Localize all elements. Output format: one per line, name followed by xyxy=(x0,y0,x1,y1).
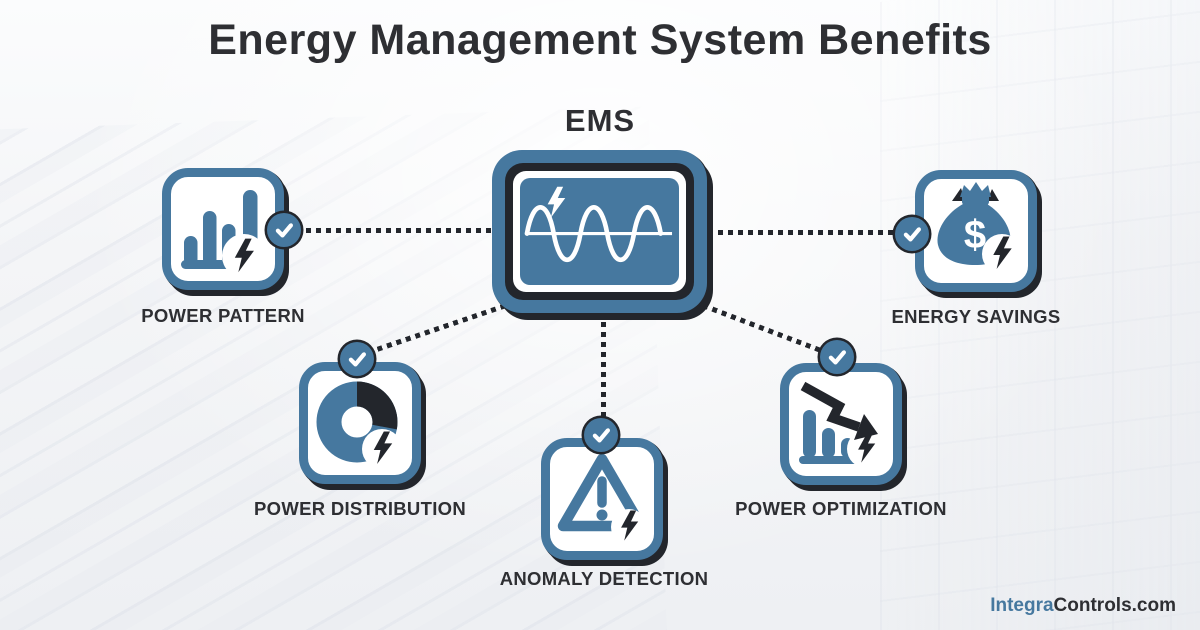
label-power-pattern: POWER PATTERN xyxy=(141,305,305,326)
connector-anomaly-detection xyxy=(601,312,606,430)
monitor-screen xyxy=(520,178,679,285)
label-anomaly-detection: ANOMALY DETECTION xyxy=(499,568,709,589)
check-badge-energy-savings xyxy=(895,217,929,251)
ems-monitor-icon xyxy=(492,150,707,313)
donut-chart-bolt-icon xyxy=(316,381,402,469)
money-bag-dollar-bolt-icon: $ xyxy=(937,182,1022,274)
branding: IntegraControls.com xyxy=(990,595,1176,617)
check-badge-power-pattern xyxy=(267,213,301,247)
declining-bar-chart-arrow-bolt-icon xyxy=(799,381,885,468)
check-badge-power-distribution xyxy=(340,342,374,376)
node-power-pattern xyxy=(162,168,284,290)
svg-text:$: $ xyxy=(964,213,986,257)
connector-energy-savings xyxy=(708,230,908,235)
check-badge-anomaly-detection xyxy=(584,418,618,452)
connector-power-pattern xyxy=(296,228,494,233)
node-anomaly-detection xyxy=(541,438,663,560)
node-power-distribution xyxy=(299,362,421,484)
label-energy-savings: ENERGY SAVINGS xyxy=(891,306,1061,327)
check-icon xyxy=(828,350,846,365)
label-power-distribution: POWER DISTRIBUTION xyxy=(254,498,466,519)
check-icon xyxy=(903,227,921,242)
check-icon xyxy=(592,428,610,443)
sine-wave-bolt-icon xyxy=(524,186,673,263)
warning-triangle-bolt-icon xyxy=(557,453,647,545)
node-power-optimization xyxy=(780,363,902,485)
check-badge-power-optimization xyxy=(820,340,854,374)
check-icon xyxy=(275,223,293,238)
bar-chart-bolt-icon xyxy=(181,190,266,278)
node-energy-savings: $ xyxy=(915,170,1037,292)
ems-label: EMS xyxy=(564,103,636,138)
label-power-optimization: POWER OPTIMIZATION xyxy=(735,498,947,519)
page-title: Energy Management System Benefits xyxy=(208,16,992,64)
branding-secondary: Controls.com xyxy=(1053,595,1176,616)
check-icon xyxy=(348,352,366,367)
branding-primary: Integra xyxy=(990,595,1054,616)
